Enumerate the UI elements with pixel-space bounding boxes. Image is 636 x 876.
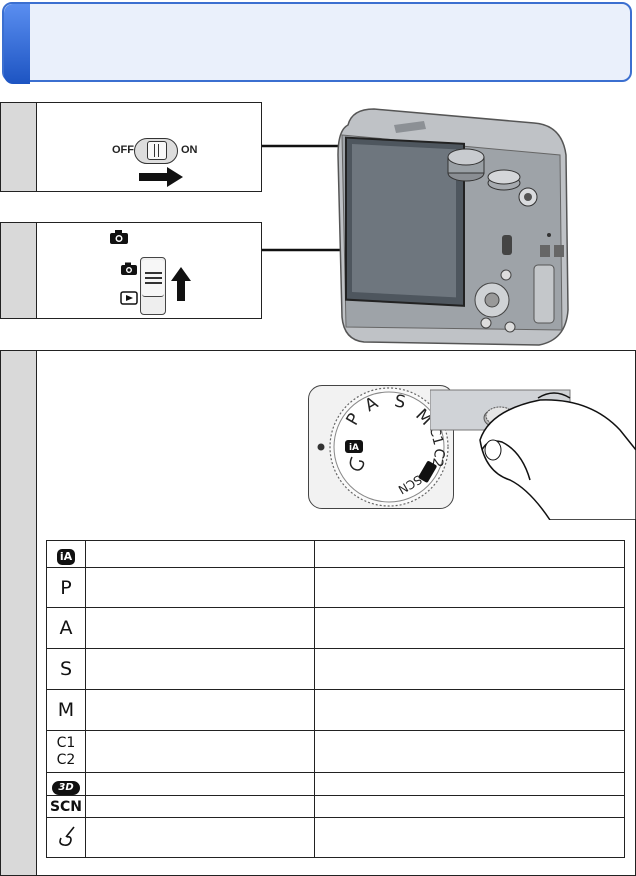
switch-off-label: OFF	[112, 144, 134, 156]
step-power-box: OFF ON	[0, 102, 262, 192]
mode-description-cell	[314, 540, 625, 568]
mode-name-cell	[85, 648, 315, 690]
mode-icon-cell: iA	[46, 540, 86, 568]
mode-description-cell	[314, 689, 625, 731]
dial-ia-icon	[345, 440, 363, 453]
mode-description-cell	[314, 567, 625, 608]
rec-play-switch	[140, 257, 166, 315]
table-row: M	[46, 689, 625, 731]
mode-name-cell	[85, 730, 315, 773]
table-row: 3D	[46, 772, 625, 796]
record-mode-camera-icon	[121, 262, 137, 275]
table-row: S	[46, 648, 625, 690]
mode-name-cell	[85, 772, 315, 796]
custom-2-label: C2	[56, 751, 76, 768]
mode-name-cell	[85, 567, 315, 608]
3d-mode-icon: 3D	[52, 781, 80, 795]
mode-dial: P A S M C1 C2 SCN iA	[317, 387, 449, 507]
table-row: P	[46, 567, 625, 608]
program-mode-icon: P	[46, 567, 86, 608]
step-number-cell	[1, 223, 37, 318]
camera-icon	[110, 230, 128, 244]
custom-1-label: C1	[56, 734, 76, 751]
dial-c2-letter: C2	[428, 447, 447, 468]
table-row: SCN	[46, 795, 625, 818]
custom-mode-icon: C1 C2	[46, 730, 86, 773]
mode-name-cell	[85, 607, 315, 649]
step-number-cell	[1, 103, 37, 191]
table-row	[46, 817, 625, 858]
creative-control-icon-cell	[46, 817, 86, 858]
mode-name-cell	[85, 795, 315, 818]
header-accent-tab	[4, 4, 30, 84]
mode-name-cell	[85, 817, 315, 858]
step-mode-switch-box	[0, 222, 262, 319]
mode-description-cell	[314, 795, 625, 818]
mode-name-cell	[85, 540, 315, 568]
creative-control-icon	[59, 826, 75, 846]
aperture-priority-icon: A	[46, 607, 86, 649]
mode-description-cell	[314, 817, 625, 858]
mode-description-cell	[314, 730, 625, 773]
3d-mode-icon-cell: 3D	[46, 772, 86, 796]
arrow-up-icon	[171, 267, 191, 301]
dial-s-letter: S	[393, 391, 407, 413]
svg-text:iA: iA	[349, 443, 359, 453]
shutter-priority-icon: S	[46, 648, 86, 690]
mode-name-cell	[85, 689, 315, 731]
arrow-right-icon	[139, 167, 183, 187]
table-row: iA	[46, 540, 625, 568]
switch-on-label: ON	[181, 144, 198, 156]
intelligent-auto-icon: iA	[56, 549, 76, 565]
playback-icon	[120, 291, 138, 305]
camera-illustration	[337, 108, 569, 346]
manual-mode-icon: M	[46, 689, 86, 731]
power-switch	[134, 138, 178, 164]
mode-description-cell	[314, 772, 625, 796]
scene-mode-icon: SCN	[46, 795, 86, 818]
table-row: A	[46, 607, 625, 649]
step-number-cell	[1, 351, 37, 875]
table-row: C1 C2	[46, 730, 625, 773]
mode-table: iA P A S M C1 C2 3D SCN	[46, 540, 625, 858]
mode-description-cell	[314, 607, 625, 649]
hand-on-dial-illustration	[430, 389, 636, 520]
page-header-banner	[2, 2, 632, 84]
mode-description-cell	[314, 648, 625, 690]
